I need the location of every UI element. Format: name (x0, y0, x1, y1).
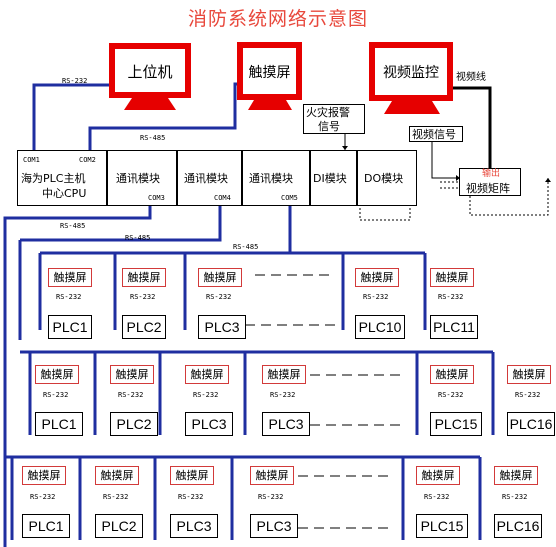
rs232-node-label: RS-232 (438, 391, 464, 399)
comm-module-2: 通讯模块 COM4 (177, 150, 242, 206)
rs232-node-label: RS-232 (56, 293, 82, 301)
rs232-node-label: RS-232 (30, 493, 56, 501)
plc-node: PLC15 (416, 514, 468, 538)
rs232-node-label: RS-232 (438, 293, 464, 301)
hmi-node: 触摸屏 (430, 365, 474, 384)
plc-node: PLC2 (122, 315, 166, 339)
rs232-node-label: RS-232 (515, 391, 541, 399)
rs232-node-label: RS-232 (363, 293, 389, 301)
plc-node: PLC16 (507, 412, 555, 436)
rs232-node-label: RS-232 (193, 391, 219, 399)
plc-node: PLC3 (198, 315, 246, 339)
rs232-node-label: RS-232 (43, 391, 69, 399)
output-label: 输出 (482, 169, 501, 179)
rs232-node-label: RS-232 (502, 493, 528, 501)
rs232-node-label: RS-232 (178, 493, 204, 501)
bus-lines (3, 82, 495, 547)
di-module: DI模块 (310, 150, 357, 206)
fire-alarm-box: 火灾报警 信号 (303, 104, 365, 134)
touch-monitor: 触摸屏 (248, 65, 291, 81)
com4-label: COM4 (214, 194, 231, 202)
do-module: DO模块 (357, 150, 417, 206)
hmi-node: 触摸屏 (48, 268, 92, 287)
hmi-node: 触摸屏 (110, 365, 154, 384)
video-signal-label: 视频信号 (412, 128, 456, 141)
video-signal-box: 视频信号 (409, 126, 463, 142)
rs485-com4 (20, 206, 222, 242)
hmi-node: 触摸屏 (355, 268, 399, 287)
cpu-line1: 海为PLC主机 (21, 172, 86, 185)
plc-node: PLC2 (110, 412, 158, 436)
central-cpu: COM1 COM2 海为PLC主机 中心CPU (17, 150, 107, 206)
rs485-trunk (3, 206, 152, 547)
cpu-line2: 中心CPU (42, 187, 87, 200)
com2-label: COM2 (79, 156, 96, 164)
hmi-node: 触摸屏 (507, 365, 551, 384)
di-module-label: DI模块 (313, 172, 347, 185)
monitor-shapes (109, 42, 453, 114)
plc-node: PLC1 (35, 412, 83, 436)
com1-label: COM1 (23, 156, 40, 164)
hmi-node: 触摸屏 (185, 365, 229, 384)
plc-node: PLC15 (430, 412, 482, 436)
hmi-node: 触摸屏 (198, 268, 242, 287)
rs232-node-label: RS-232 (258, 493, 284, 501)
fire-alarm-line1: 火灾报警 (306, 106, 350, 119)
comm-module-label: 通讯模块 (116, 172, 160, 185)
hmi-node: 触摸屏 (122, 268, 166, 287)
video-line-label: 视频线 (456, 72, 486, 83)
plc-node: PLC3 (185, 412, 233, 436)
do-module-label: DO模块 (364, 172, 404, 185)
comm-module-label: 通讯模块 (184, 172, 228, 185)
video-matrix-label: 视频矩阵 (466, 182, 510, 195)
plc-node: PLC3 (262, 412, 310, 436)
rs232-node-label: RS-232 (424, 493, 450, 501)
plc-node: PLC3 (170, 514, 218, 538)
video-monitor: 视频监控 (383, 65, 439, 81)
hmi-node: 触摸屏 (494, 466, 538, 485)
hmi-node: 触摸屏 (262, 365, 306, 384)
rs232-node-label: RS-232 (270, 391, 296, 399)
plc-node: PLC2 (95, 514, 143, 538)
host-monitor: 上位机 (127, 63, 173, 81)
plc-node: PLC3 (250, 514, 298, 538)
plc-node: PLC11 (430, 315, 478, 339)
hmi-node: 触摸屏 (22, 466, 66, 485)
plc-node: PLC1 (22, 514, 70, 538)
hmi-node: 触摸屏 (35, 365, 79, 384)
rs232-node-label: RS-232 (103, 493, 129, 501)
rs232-link-host (32, 83, 110, 152)
hmi-node: 触摸屏 (170, 466, 214, 485)
hmi-node: 触摸屏 (416, 466, 460, 485)
comm-module-3: 通讯模块 COM5 (242, 150, 310, 206)
hmi-node: 触摸屏 (250, 466, 294, 485)
rs232-node-label: RS-232 (130, 293, 156, 301)
plc-node: PLC16 (494, 514, 542, 538)
com3-label: COM3 (148, 194, 165, 202)
plc-node: PLC1 (48, 315, 92, 339)
comm-module-1: 通讯模块 COM3 (107, 150, 177, 206)
comm-module-label: 通讯模块 (249, 172, 293, 185)
plc-node: PLC10 (355, 315, 405, 339)
video-matrix-box: 输出 视频矩阵 (459, 168, 521, 196)
fire-alarm-line2: 信号 (318, 120, 340, 133)
hmi-node: 触摸屏 (430, 268, 474, 287)
rs485-top-label: RS-485 (140, 134, 166, 142)
video-line (450, 86, 492, 170)
page-title: 消防系统网络示意图 (187, 8, 368, 30)
rs232-top-label: RS-232 (62, 77, 88, 85)
com5-label: COM5 (281, 194, 298, 202)
rs485-label-3: RS-485 (233, 243, 259, 251)
rs232-node-label: RS-232 (118, 391, 144, 399)
rs232-node-label: RS-232 (206, 293, 232, 301)
rs485-label-2: RS-485 (125, 234, 151, 242)
hmi-node: 触摸屏 (95, 466, 139, 485)
rs485-label-1: RS-485 (60, 222, 86, 230)
